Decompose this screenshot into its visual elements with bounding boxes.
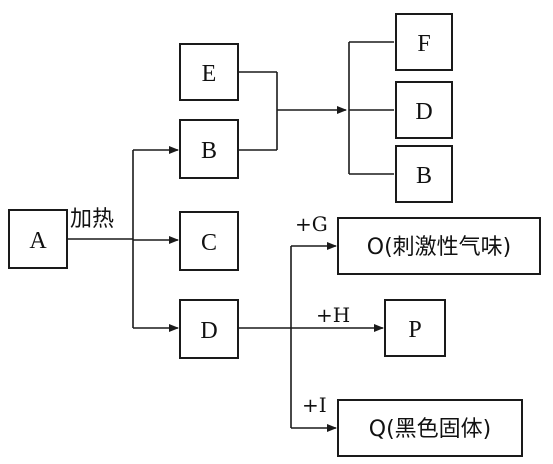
node-d2: D bbox=[395, 81, 453, 139]
edge-label-heat: 加热 bbox=[70, 207, 114, 232]
node-e: E bbox=[179, 43, 239, 101]
node-o-label: O(刺激性气味) bbox=[367, 235, 511, 260]
edge-label-plus-i: +I bbox=[302, 393, 327, 417]
connectors bbox=[67, 41, 394, 432]
node-c-label: C bbox=[201, 230, 217, 256]
node-o: O(刺激性气味) bbox=[337, 217, 541, 275]
node-p: P bbox=[384, 299, 446, 357]
node-e-label: E bbox=[202, 61, 217, 87]
node-p-label: P bbox=[408, 317, 421, 343]
node-a: A bbox=[8, 209, 68, 269]
node-b-label: B bbox=[201, 138, 217, 164]
node-d: D bbox=[179, 299, 239, 359]
node-b2: B bbox=[395, 145, 453, 203]
node-b2-label: B bbox=[416, 163, 432, 189]
node-c: C bbox=[179, 211, 239, 271]
node-a-label: A bbox=[29, 228, 47, 254]
node-q: Q(黑色固体) bbox=[337, 399, 523, 457]
node-q-label: Q(黑色固体) bbox=[369, 417, 491, 442]
node-f: F bbox=[395, 13, 453, 71]
node-f-label: F bbox=[417, 31, 430, 57]
node-b: B bbox=[179, 119, 239, 179]
edge-label-plus-g: +G bbox=[295, 212, 328, 236]
node-d2-label: D bbox=[415, 99, 432, 125]
edge-label-plus-h: +H bbox=[316, 303, 350, 327]
node-d-label: D bbox=[200, 318, 217, 344]
